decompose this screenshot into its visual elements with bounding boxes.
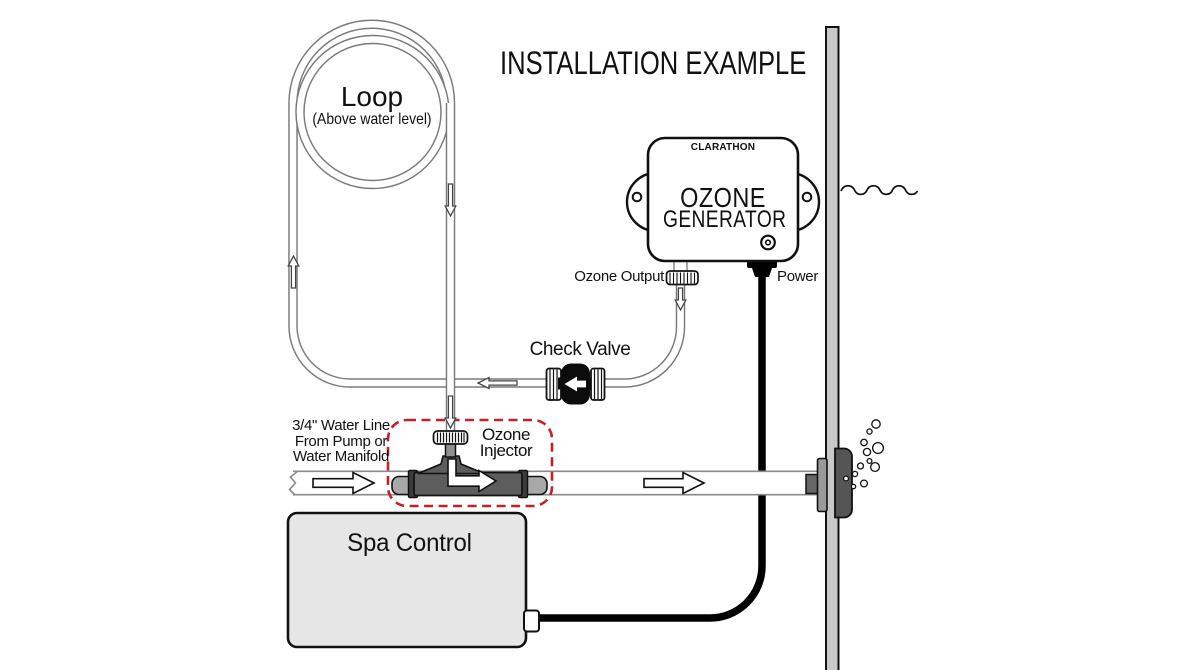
check-valve — [545, 363, 606, 405]
tube-flow-arrows — [287, 183, 687, 390]
check-valve-arrow-icon — [564, 376, 586, 392]
loop-label: Loop — [340, 81, 404, 112]
ozone-output-tube — [603, 258, 686, 388]
injector-label-line1: Ozone — [481, 425, 531, 444]
bubbles-icon — [842, 419, 885, 490]
spa-wall — [825, 26, 840, 670]
loop-tubing — [288, 19, 546, 442]
down-arrow-icon — [444, 183, 457, 218]
ear-hole-icon — [631, 191, 643, 203]
water-line-label-line1: 3/4" Water Line — [292, 417, 390, 434]
generator-name-line1: OZONE — [680, 182, 766, 213]
up-arrow-icon — [287, 254, 300, 289]
left-arrow-icon — [476, 376, 518, 390]
led-indicator-icon — [764, 239, 772, 246]
ozone-injector — [391, 430, 548, 499]
ear-hole-icon — [801, 191, 813, 203]
injector-label: Ozone Injector — [457, 425, 555, 460]
wall-jet — [805, 447, 853, 519]
down-arrow-icon — [444, 395, 457, 430]
power-cable — [538, 272, 766, 622]
check-valve-label: Check Valve — [529, 339, 631, 360]
right-arrow-icon — [312, 471, 376, 495]
pipe-flow-arrows — [312, 471, 706, 495]
generator-brand: CLARATHON — [690, 142, 756, 153]
spa-control-connector — [523, 609, 540, 633]
water-line-label-line3: Water Manifold — [292, 448, 390, 465]
ozone-generator-box — [631, 136, 813, 263]
power-connector — [747, 260, 777, 277]
spa-control-label: Spa Control — [347, 529, 472, 557]
ozone-output-label: Ozone Output — [574, 268, 664, 285]
injector-flow-arrow-icon — [447, 458, 498, 493]
water-line-label-line2: From Pump or — [294, 432, 388, 450]
loop-sublabel: (Above water level) — [312, 111, 432, 128]
diagram-title: INSTALLATION EXAMPLE — [500, 45, 807, 81]
water-line-label: 3/4" Water Line From Pump or Water Manif… — [277, 418, 405, 465]
spa-control-box — [286, 511, 540, 649]
right-arrow-icon — [643, 471, 706, 495]
injector-highlight-box — [386, 418, 554, 508]
down-arrow-icon — [674, 287, 687, 312]
power-label: Power — [777, 268, 819, 285]
generator-name-line2: GENERATOR — [663, 206, 787, 233]
pipe-break-icon — [288, 470, 299, 496]
water-level-icon — [840, 184, 919, 196]
injector-label-line2: Injector — [479, 440, 533, 460]
